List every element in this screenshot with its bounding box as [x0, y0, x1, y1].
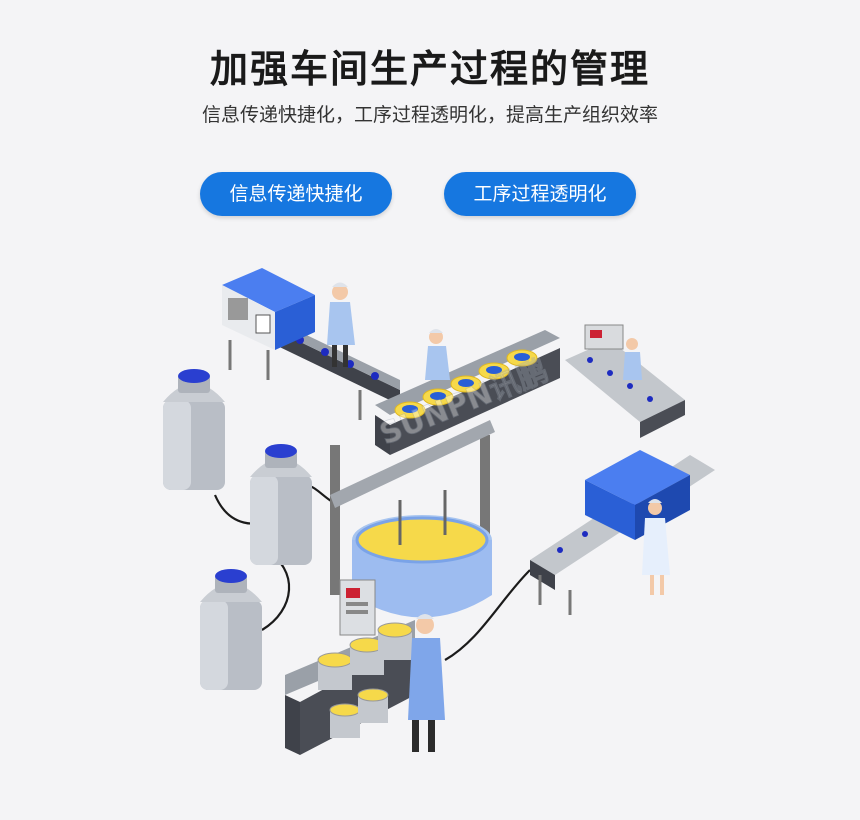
- worker-4: [642, 499, 670, 595]
- factory-illustration: SUNPN讯鹏: [163, 268, 715, 755]
- shelf-with-buckets: [285, 620, 415, 755]
- worker-1: [327, 282, 355, 367]
- worker-3: [623, 338, 642, 380]
- cheese-wheels: [394, 349, 538, 419]
- page-title: 加强车间生产过程的管理: [209, 47, 650, 91]
- control-panel: [339, 579, 376, 636]
- milk-tank-3: [200, 569, 262, 690]
- worker-2: [425, 329, 450, 380]
- conveyor-top-right: [565, 324, 685, 438]
- pill-process-transparency[interactable]: 工序过程透明化: [444, 172, 636, 216]
- pill-info-transfer[interactable]: 信息传递快捷化: [200, 172, 392, 216]
- page-subtitle: 信息传递快捷化，工序过程透明化，提高生产组织效率: [201, 104, 658, 126]
- conveyor-middle: [375, 330, 560, 455]
- mixing-vat: [330, 420, 495, 618]
- worker-5: [408, 614, 445, 752]
- milk-tank-2: [250, 444, 312, 565]
- cheese-buckets: [317, 622, 413, 738]
- milk-tank-1: [163, 369, 225, 490]
- machine-blue-left: [222, 268, 315, 350]
